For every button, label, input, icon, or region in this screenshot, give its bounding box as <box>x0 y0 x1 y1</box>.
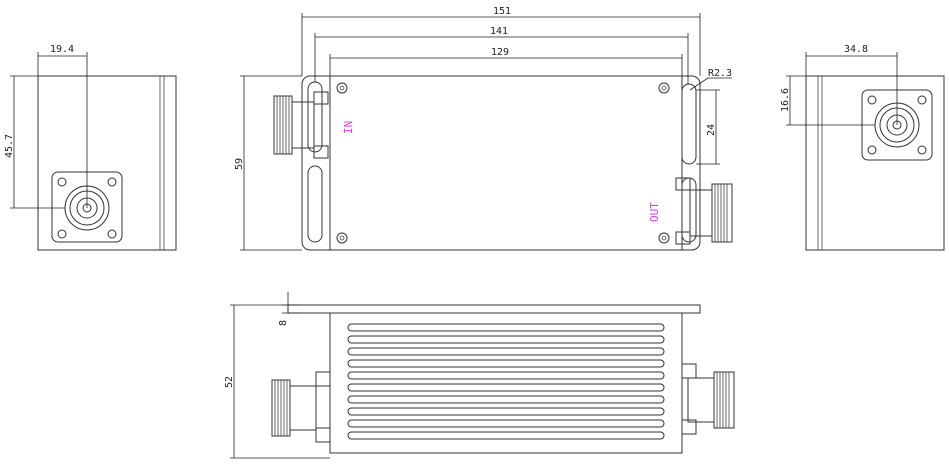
right-side-view: 34.8 16.6 <box>780 44 945 251</box>
out-connector <box>675 177 733 245</box>
front-view: IN OUT 151 141 129 R2.3 24 59 <box>234 6 733 251</box>
front-radius-leader <box>689 77 709 91</box>
right-view-body <box>805 75 945 251</box>
front-dim-slot: 24 <box>706 124 717 136</box>
front-main-body <box>329 75 683 251</box>
bottom-in-connector <box>271 371 331 443</box>
bottom-flange-plate <box>287 304 701 314</box>
left-side-view: 19.4 45.7 <box>4 44 177 251</box>
left-dim-width: 19.4 <box>50 44 74 55</box>
left-dim-height: 45.7 <box>4 134 15 158</box>
front-slot-top-right <box>681 83 697 165</box>
out-port-label: OUT <box>648 202 661 222</box>
front-dim-holes: 141 <box>490 26 508 37</box>
bottom-out-connector <box>681 363 735 435</box>
front-dim-body: 129 <box>491 47 509 58</box>
front-screws <box>336 82 670 244</box>
bottom-view: 8 52 <box>224 292 735 459</box>
right-dim-width: 34.8 <box>844 44 868 55</box>
right-dim-height: 16.6 <box>780 88 791 112</box>
front-slot-bottom-left <box>307 165 323 243</box>
bottom-dim-height: 52 <box>224 376 235 388</box>
front-dim-overall: 151 <box>493 6 511 17</box>
in-port-label: IN <box>342 121 355 134</box>
bottom-dim-flange: 8 <box>278 320 289 326</box>
cooling-fins <box>347 323 665 440</box>
left-view-body <box>37 75 177 251</box>
front-dim-height: 59 <box>234 158 245 170</box>
in-connector <box>273 91 329 159</box>
front-dim-radius: R2.3 <box>708 68 732 79</box>
front-base-plate <box>301 75 701 251</box>
